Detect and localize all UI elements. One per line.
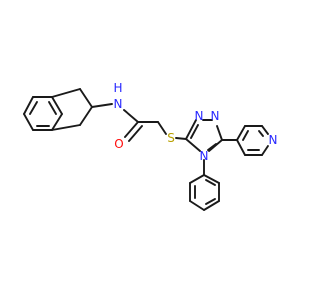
amide-linker bbox=[91, 103, 187, 142]
atom-label-thioether-s: S bbox=[167, 131, 175, 145]
atom-label-triazole-n2: N bbox=[211, 109, 220, 123]
atom-label-pyridine-n: N bbox=[269, 133, 278, 147]
molecule-structure-diagram: H N O S N N N N bbox=[23, 81, 278, 211]
indane-benzene-ring bbox=[23, 96, 63, 131]
atom-label-amide-n: N bbox=[114, 97, 123, 111]
atom-label-amide-h: H bbox=[113, 81, 122, 95]
phenyl-ring bbox=[189, 159, 220, 211]
atom-label-carbonyl-o: O bbox=[114, 137, 123, 151]
pyridine-ring bbox=[221, 125, 269, 156]
triazole-ring bbox=[185, 119, 223, 152]
atom-label-triazole-n1: N bbox=[195, 109, 204, 123]
atom-label-triazole-n4: N bbox=[200, 149, 209, 163]
indane-cyclopentane-ring bbox=[51, 88, 93, 131]
